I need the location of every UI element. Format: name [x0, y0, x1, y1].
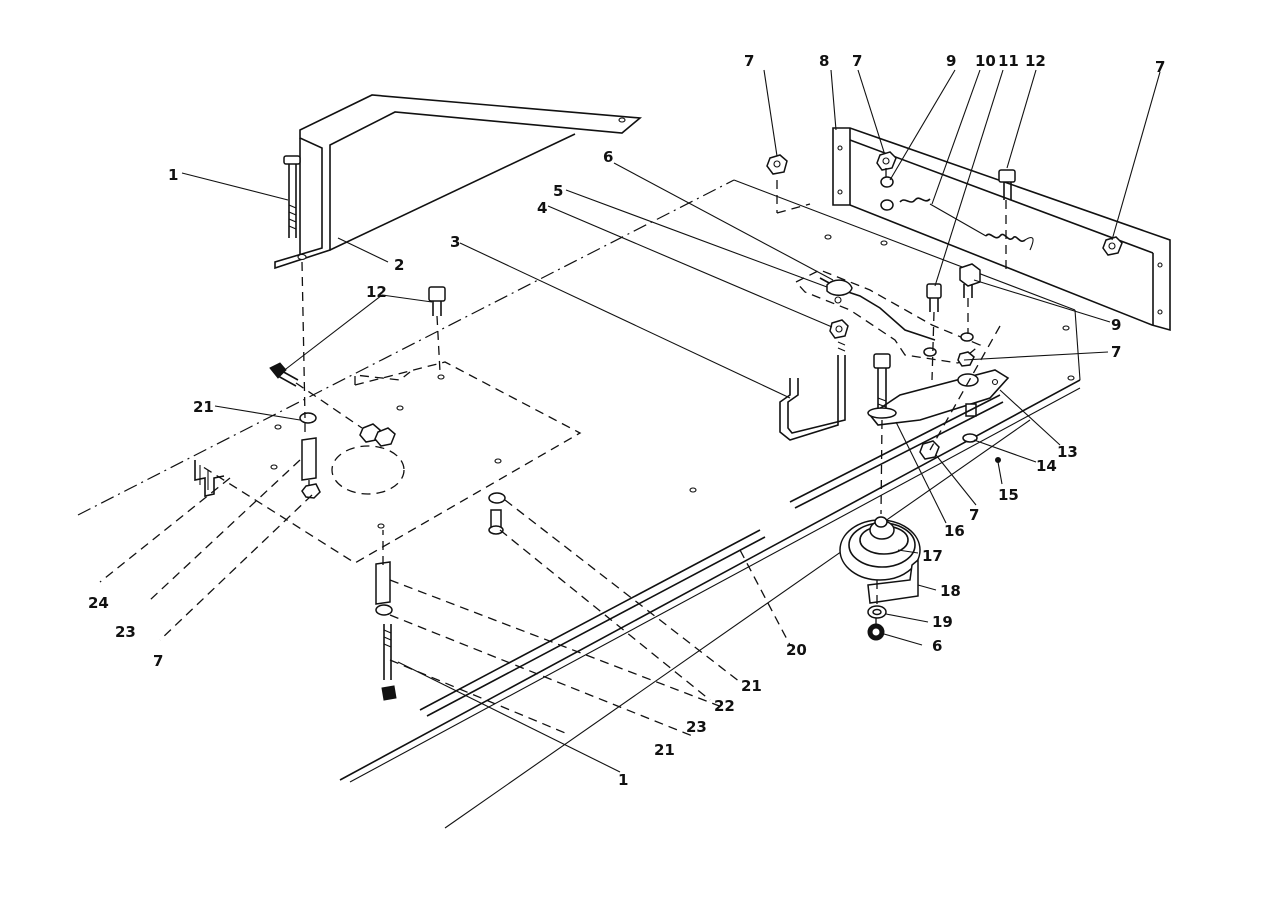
idler-pulley	[839, 516, 921, 581]
callout-label: 23	[115, 623, 136, 641]
callout-label: 7	[852, 52, 862, 70]
shoulder-bolt-channel	[998, 169, 1016, 200]
control-rod	[419, 394, 1004, 717]
bolt-left-12	[428, 286, 446, 316]
left-subplate	[194, 361, 582, 564]
callout-label: 1	[618, 771, 628, 789]
callout-label: 9	[946, 52, 956, 70]
callout-label: 6	[603, 148, 613, 166]
pulley-bracket	[867, 558, 919, 604]
right-channel	[832, 127, 1171, 332]
extension-spring	[899, 197, 1034, 251]
callout-label: 21	[193, 398, 214, 416]
callout-label: 4	[537, 199, 547, 217]
pulley-bolt	[867, 353, 897, 419]
callout-label: 2	[394, 256, 404, 274]
callout-label: 13	[1057, 443, 1078, 461]
nut-pivot	[957, 351, 975, 367]
callout-label: 19	[932, 613, 953, 631]
nut-arm	[919, 440, 940, 460]
callout-label: 7	[1111, 343, 1121, 361]
washer-right	[960, 332, 974, 342]
callout-label: 7	[1155, 58, 1165, 76]
callout-label: 5	[553, 182, 563, 200]
callout-label: 22	[714, 697, 735, 715]
z-rod	[779, 319, 849, 441]
callout-label: 7	[744, 52, 754, 70]
spacer-lower	[375, 561, 397, 701]
callout-label: 9	[1111, 316, 1121, 334]
callout-label: 21	[654, 741, 675, 759]
bolt-angled	[269, 362, 299, 387]
callout-label: 16	[944, 522, 965, 540]
callout-label: 20	[786, 641, 807, 659]
nut-pair	[359, 423, 396, 447]
idler-arm	[868, 369, 1010, 426]
callout-label: 17	[922, 547, 943, 565]
callout-label: 12	[366, 283, 387, 301]
carriage-bolt-top	[283, 155, 301, 238]
callout-label: 1	[168, 166, 178, 184]
lockwasher-channel	[880, 176, 894, 211]
cotter-pin	[995, 457, 1001, 463]
deck-plate	[77, 179, 1081, 829]
nut-top-center	[766, 154, 788, 175]
callout-label: 7	[153, 652, 163, 670]
callout-label: 11	[998, 52, 1019, 70]
callout-label: 12	[1025, 52, 1046, 70]
callout-label: 14	[1036, 457, 1057, 475]
nut-channel-right	[1102, 236, 1123, 256]
callout-label: 15	[998, 486, 1019, 504]
bolt-middle	[488, 492, 506, 535]
callout-label: 18	[940, 582, 961, 600]
idler-bracket	[794, 269, 982, 364]
callout-label: 6	[932, 637, 942, 655]
callout-label: 8	[819, 52, 829, 70]
callout-label: 7	[969, 506, 979, 524]
bolt-pivot	[926, 283, 942, 312]
callout-label: 3	[450, 233, 460, 251]
spacer-left	[299, 412, 321, 499]
leader-lines-lower	[397, 661, 621, 773]
leader-lines	[181, 69, 1161, 646]
callout-label: 24	[88, 594, 109, 612]
nut-channel-left	[876, 151, 897, 171]
callout-label: 23	[686, 718, 707, 736]
callout-labels: 1 2 3 4 5 6 7 7 7 8 9 10 11 12 7 12 9 7 …	[88, 52, 1165, 789]
washer-pivot	[923, 347, 937, 357]
callout-label: 10	[975, 52, 996, 70]
assembly-lines	[99, 168, 1007, 738]
callout-label: 21	[741, 677, 762, 695]
